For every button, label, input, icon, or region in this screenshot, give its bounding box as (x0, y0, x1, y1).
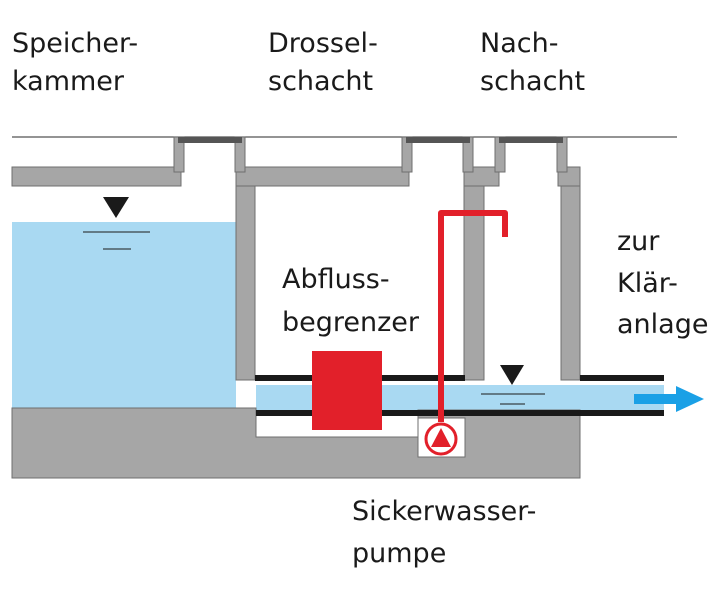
label-to-treatment-plant-line1: zur (617, 226, 660, 257)
label-downstream-shaft-line2: schacht (480, 66, 585, 97)
storage-water (12, 222, 236, 408)
label-storage-chamber-line1: Speicher- (12, 28, 138, 59)
label-downstream-shaft-line1: Nach- (480, 28, 558, 59)
label-throttle-shaft: Drossel- schacht (268, 28, 386, 97)
water-level-icon-channel (481, 365, 545, 405)
label-storage-chamber: Speicher- kammer (12, 28, 147, 97)
label-downstream-shaft: Nach- schacht (480, 28, 585, 97)
label-flow-limiter-line2: begrenzer (282, 307, 420, 338)
flow-limiter-block (312, 351, 382, 430)
label-to-treatment-plant: zur Klär- anlage (617, 226, 708, 340)
pump-icon (424, 422, 458, 456)
seepage-pipe (438, 210, 508, 422)
pipe-wall-top-right (580, 375, 664, 381)
label-seepage-pump-line1: Sickerwasser- (352, 496, 536, 527)
base-slab (11, 407, 581, 479)
label-throttle-shaft-line2: schacht (268, 66, 373, 97)
label-throttle-shaft-line1: Drossel- (268, 28, 378, 59)
label-flow-limiter-line1: Abfluss- (282, 264, 390, 295)
shaft-frame-middle (401, 136, 474, 173)
wall-shaft-end (560, 185, 581, 381)
label-to-treatment-plant-line2: Klär- (617, 268, 678, 299)
roof-slab-left (11, 166, 182, 187)
water-level-icon-storage (83, 197, 150, 250)
label-seepage-pump-line2: pumpe (352, 538, 446, 569)
roof-slab-middle (235, 166, 410, 187)
label-flow-limiter: Abfluss- begrenzer (282, 264, 420, 338)
right-arrow-icon (634, 386, 704, 412)
shaft-frame-downstream (494, 136, 568, 173)
shaft-frame-throttle (173, 136, 246, 173)
label-storage-chamber-line2: kammer (12, 66, 125, 97)
wall-shaft-middle (463, 185, 485, 381)
label-to-treatment-plant-line3: anlage (617, 309, 708, 340)
pipe-wall-bottom (256, 410, 664, 416)
label-seepage-pump: Sickerwasser- pumpe (352, 496, 545, 569)
wall-storage-right (235, 185, 256, 381)
